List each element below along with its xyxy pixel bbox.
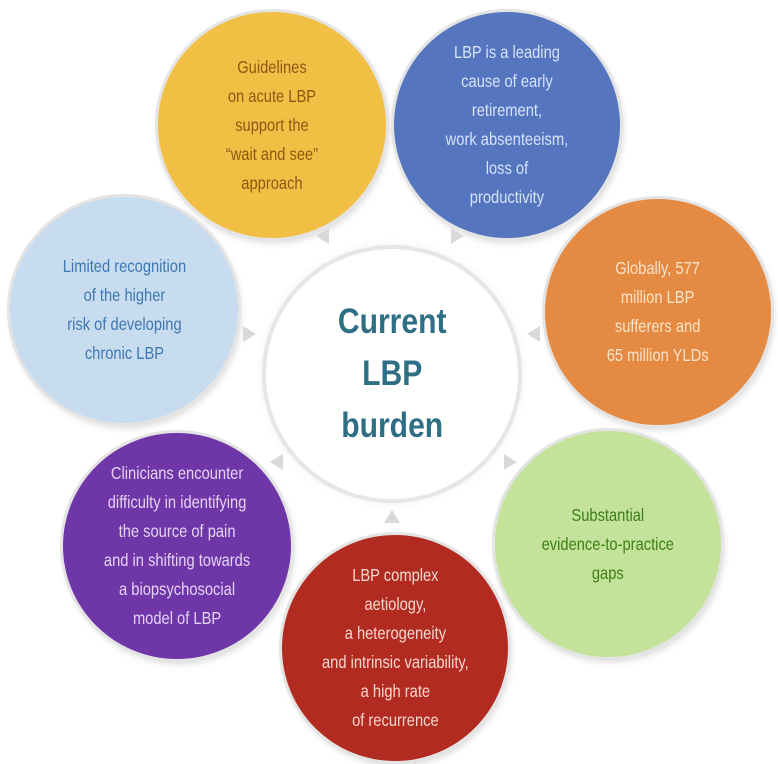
node-guidelines: Guidelines on acute LBP support the “wai… xyxy=(158,12,386,238)
node-guidelines-label: Guidelines on acute LBP support the “wai… xyxy=(225,56,319,193)
arrow-to-recognition xyxy=(243,326,256,342)
node-retirement-label: LBP is a leading cause of early retireme… xyxy=(445,42,569,207)
node-clinicians-label: Clinicians encounter difficulty in ident… xyxy=(103,463,251,628)
node-evidence-gaps: Substantial evidence-to-practice gaps xyxy=(495,431,721,657)
node-recognition: Limited recognition of the higher risk o… xyxy=(10,197,238,423)
arrow-to-global xyxy=(527,326,540,342)
node-global-burden-label: Globally, 577 million LBP sufferers and … xyxy=(607,258,709,365)
arrow-to-retirement xyxy=(451,228,464,244)
node-clinicians: Clinicians encounter difficulty in ident… xyxy=(63,433,291,659)
center-title: Current LBP burden xyxy=(337,302,447,445)
arrow-to-guidelines xyxy=(316,228,329,244)
node-evidence-gaps-label: Substantial evidence-to-practice gaps xyxy=(541,504,675,583)
arrow-to-clinicians xyxy=(270,454,283,470)
arrow-to-aetiology xyxy=(384,510,400,523)
node-aetiology: LBP complex aetiology, a heterogeneity a… xyxy=(282,535,508,761)
node-global-burden: Globally, 577 million LBP sufferers and … xyxy=(545,199,771,425)
node-aetiology-label: LBP complex aetiology, a heterogeneity a… xyxy=(321,565,469,730)
center-node: Current LBP burden xyxy=(266,249,518,499)
arrow-to-gaps xyxy=(504,454,517,470)
node-recognition-label: Limited recognition of the higher risk o… xyxy=(62,256,186,363)
node-retirement: LBP is a leading cause of early retireme… xyxy=(394,12,620,238)
